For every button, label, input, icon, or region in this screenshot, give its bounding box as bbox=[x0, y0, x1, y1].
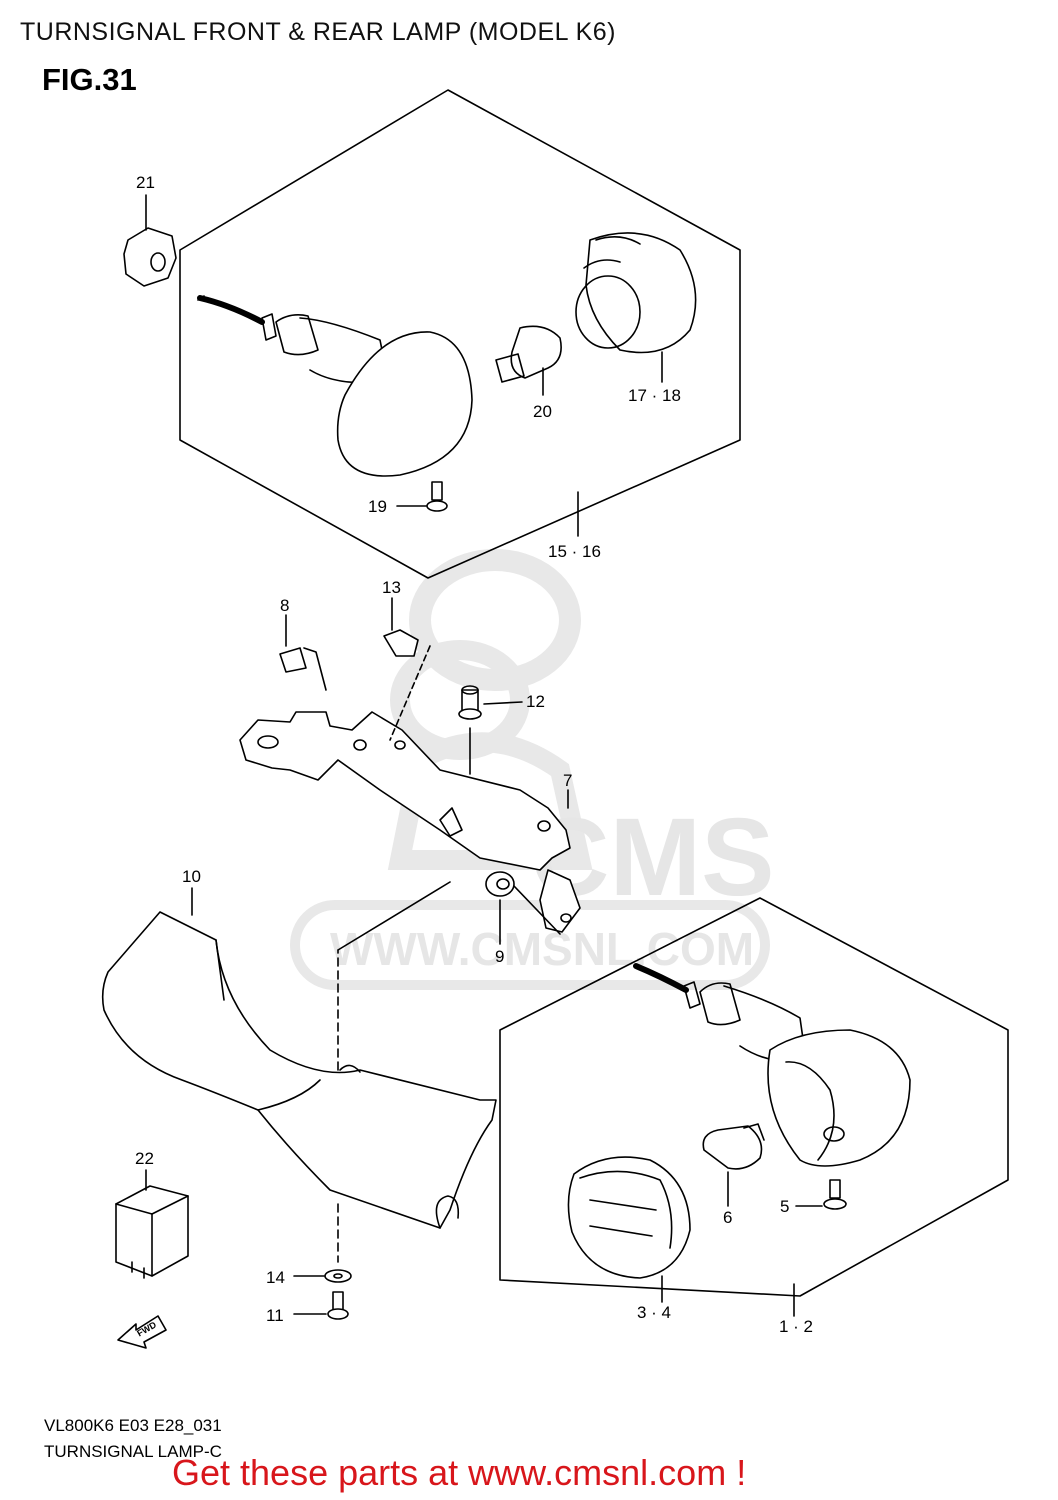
callout-19: 19 bbox=[368, 497, 387, 516]
cap-part-8 bbox=[279, 614, 327, 691]
screw-part-5 bbox=[795, 1179, 847, 1210]
parts-link-banner[interactable]: Get these parts at www.cmsnl.com ! bbox=[172, 1452, 747, 1493]
callout-13: 13 bbox=[382, 578, 401, 597]
callout-15-16: 15 · 16 bbox=[548, 542, 601, 561]
cms-watermark: CMS WWW.CMSNL.COM bbox=[290, 549, 774, 990]
callout-11: 11 bbox=[266, 1306, 284, 1325]
diagram-code: VL800K6 E03 E28_031 bbox=[44, 1416, 222, 1435]
forward-direction-arrow bbox=[117, 1315, 167, 1349]
callout-9: 9 bbox=[495, 947, 504, 966]
callout-labels: 21 20 17 · 18 19 15 · 16 8 13 12 7 10 9 … bbox=[135, 173, 813, 1338]
lens-part-17-18 bbox=[575, 232, 697, 383]
callout-14: 14 bbox=[266, 1268, 285, 1287]
bulb-part-6 bbox=[702, 1123, 765, 1207]
collar-part-12 bbox=[458, 685, 523, 775]
callout-8: 8 bbox=[280, 596, 289, 615]
front-lamp-body bbox=[197, 295, 473, 477]
figure-label: FIG.31 bbox=[42, 62, 137, 97]
rear-lamp-assembly-box bbox=[499, 897, 1009, 1297]
callout-21: 21 bbox=[136, 173, 155, 192]
callout-3-4: 3 · 4 bbox=[637, 1303, 671, 1322]
callout-10: 10 bbox=[182, 867, 201, 886]
nut-part-21 bbox=[123, 194, 177, 287]
relay-part-22 bbox=[115, 1169, 189, 1279]
screw-part-19 bbox=[396, 481, 448, 512]
callout-20: 20 bbox=[533, 402, 552, 421]
lens-part-3-4 bbox=[567, 1156, 691, 1303]
bolt-part-13 bbox=[383, 597, 431, 741]
watermark-site: WWW.CMSNL.COM bbox=[330, 923, 754, 975]
callout-1-2: 1 · 2 bbox=[779, 1317, 813, 1336]
diagram-name: TURNSIGNAL LAMP-C bbox=[44, 1442, 222, 1461]
cover-part-10 bbox=[101, 881, 497, 1263]
callout-7: 7 bbox=[563, 771, 572, 790]
callout-5: 5 bbox=[780, 1197, 789, 1216]
page-title: TURNSIGNAL FRONT & REAR LAMP (MODEL K6) bbox=[20, 18, 616, 46]
front-lamp-assembly-box bbox=[179, 89, 741, 579]
bulb-part-20 bbox=[495, 325, 562, 396]
rear-lamp-body bbox=[633, 963, 911, 1167]
callout-17-18: 17 · 18 bbox=[628, 386, 681, 405]
callout-6: 6 bbox=[723, 1208, 732, 1227]
screw-part-11 bbox=[293, 1291, 349, 1320]
bracket-part-7 bbox=[239, 711, 581, 933]
washer-part-14 bbox=[293, 1269, 352, 1283]
callout-12: 12 bbox=[526, 692, 545, 711]
grommet-part-9 bbox=[485, 871, 561, 945]
callout-22: 22 bbox=[135, 1149, 154, 1168]
